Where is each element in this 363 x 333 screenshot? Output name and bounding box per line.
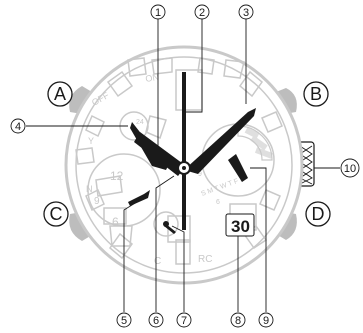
button-b-label: B [310,84,322,104]
label-n: N [86,184,93,194]
callout-5: 5 [121,315,127,327]
label-y: Y [88,136,94,146]
callout-6: 6 [153,315,159,327]
button-c-label: C [50,204,63,224]
hand-second [182,72,186,230]
button-d-label: D [312,204,325,224]
label-24: 24 [136,119,144,126]
label-6: 6 [112,215,119,229]
callout-4: 4 [15,121,21,133]
callout-2: 2 [199,7,205,19]
callout-10: 10 [344,163,356,175]
callout-9: 9 [263,315,269,327]
label-12: 12 [110,169,124,183]
callout-3: 3 [243,7,249,19]
button-a-label: A [54,84,66,104]
date-value: 30 [231,217,250,236]
label-sub6: 6 [216,199,220,206]
label-9: 9 [94,196,100,207]
label-rc: RC [198,254,212,265]
callout-8: 8 [235,315,241,327]
callout-7: 7 [181,315,187,327]
label-c: C [154,256,161,267]
callout-1: 1 [155,7,161,19]
date-window: 30 [226,214,254,236]
